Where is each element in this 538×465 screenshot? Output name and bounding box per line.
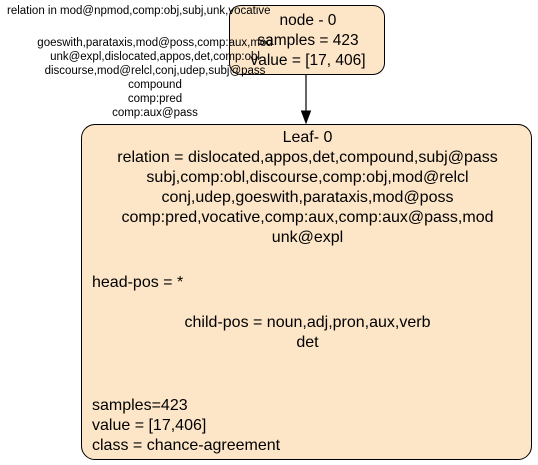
edge-condition-label: relation in mod@npmod,comp:obj,subj,unk,… [7,5,271,17]
leaf-relation-line-4: comp:pred,vocative,comp:aux,comp:aux@pas… [121,209,494,226]
leaf-relation-line-2: subj,comp:obl,discourse,comp:obj,mod@rel… [146,169,469,186]
leaf-value: value = [17,406] [92,417,207,434]
leaf-node-title: Leaf- 0 [282,129,333,146]
leaf-child-pos-line-1: child-pos = noun,adj,pron,aux,verb [184,314,431,331]
edge-label-line-2: unk@expl,dislocated,appos,det,comp:obl [50,51,260,63]
edge-label-line-3: discourse,mod@relcl,conj,udep,subj@pass [44,65,266,77]
edge-label-line-5: comp:pred [127,93,183,105]
leaf-child-pos-line-2: det [296,334,319,351]
root-node-samples: samples = 423 [257,32,359,49]
root-node: node - 0 samples = 423 value = [17, 406] [229,5,385,75]
leaf-relation-line-3: conj,udep,goeswith,parataxis,mod@poss [161,189,454,206]
leaf-samples: samples=423 [92,397,188,414]
leaf-head-pos: head-pos = * [92,274,184,291]
root-node-title: node - 0 [279,12,337,29]
edge-label-line-6: comp:aux@pass [112,107,198,119]
leaf-relation-line-5: unk@expl [271,229,344,246]
leaf-node: Leaf- 0 relation = dislocated,appos,det,… [81,124,532,460]
edge-label-line-4: compound [128,79,182,91]
leaf-class: class = chance-agreement [92,437,281,454]
leaf-relation-line-1: relation = dislocated,appos,det,compound… [117,149,498,166]
edge-arrowhead [300,110,312,125]
root-node-value: value = [17, 406] [250,52,366,69]
edge-label-line-1: goeswith,parataxis,mod@poss,comp:aux,mod [37,37,273,49]
